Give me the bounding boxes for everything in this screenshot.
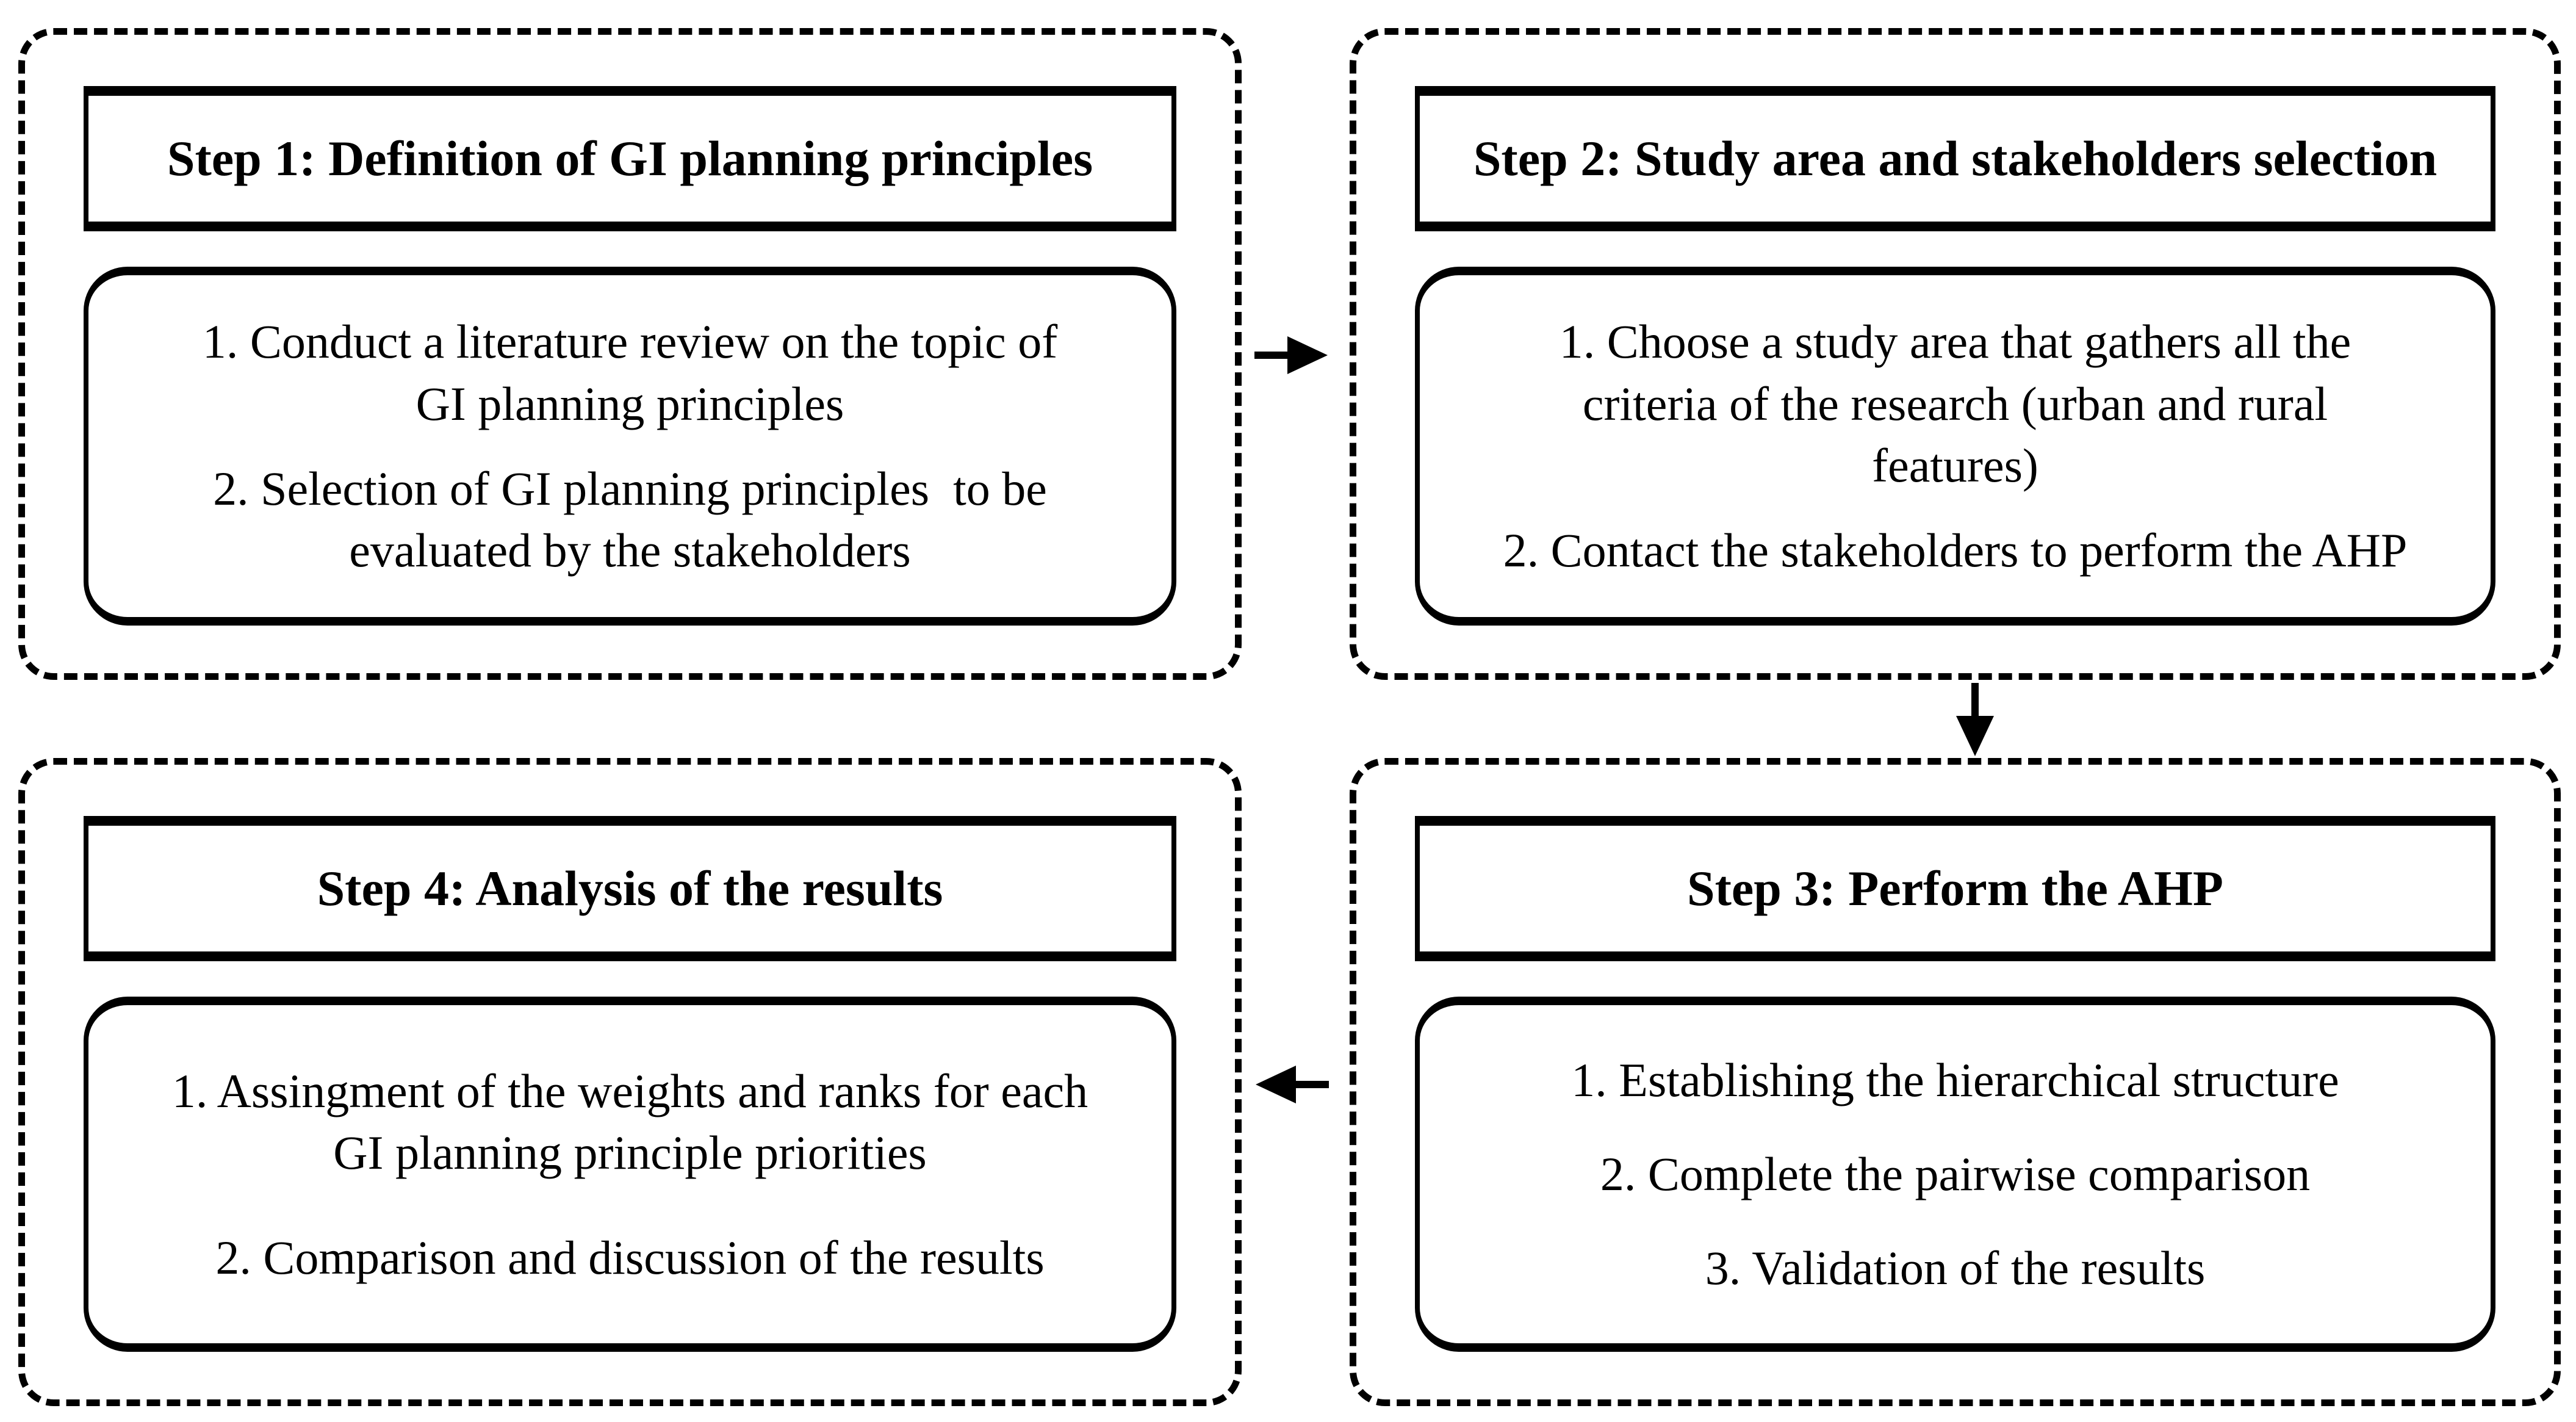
step-3-task-2: 2. Complete the pairwise comparison xyxy=(1600,1147,2311,1201)
step-2-task-box: 1. Choose a study area that gathers all … xyxy=(1415,267,2495,626)
arrow-head xyxy=(1287,336,1328,374)
panel-step-2: Step 2: Study area and stakeholders sele… xyxy=(1350,28,2561,680)
step-3-task-box: 1. Establishing the hierarchical structu… xyxy=(1415,997,2495,1352)
step-1-title: Step 1: Definition of GI planning princi… xyxy=(167,131,1093,186)
arrow-stem xyxy=(1971,683,1979,720)
step-2-task-1: 1. Choose a study area that gathers all … xyxy=(1559,315,2351,492)
panel-step-4: Step 4: Analysis of the results 1. Assin… xyxy=(18,758,1242,1406)
step-2-title-box: Step 2: Study area and stakeholders sele… xyxy=(1415,86,2495,231)
arrow-head xyxy=(1256,1066,1296,1103)
step-1-title-box: Step 1: Definition of GI planning princi… xyxy=(84,86,1176,231)
arrow-stem xyxy=(1292,1081,1329,1088)
panel-step-3: Step 3: Perform the AHP 1. Establishing … xyxy=(1350,758,2561,1406)
step-4-title: Step 4: Analysis of the results xyxy=(317,861,943,916)
step-3-title-box: Step 3: Perform the AHP xyxy=(1415,816,2495,961)
arrow-step2-to-step3-icon xyxy=(1956,683,1994,756)
arrow-head xyxy=(1956,716,1994,756)
step-4-title-box: Step 4: Analysis of the results xyxy=(84,816,1176,961)
step-4-task-box: 1. Assingment of the weights and ranks f… xyxy=(84,997,1176,1352)
step-1-task-box: 1. Conduct a literature review on the to… xyxy=(84,267,1176,626)
panel-step-1: Step 1: Definition of GI planning princi… xyxy=(18,28,1242,680)
step-2-title: Step 2: Study area and stakeholders sele… xyxy=(1473,131,2437,186)
step-4-task-2: 2. Comparison and discussion of the resu… xyxy=(215,1230,1045,1284)
step-3-task-3: 3. Validation of the results xyxy=(1705,1241,2206,1295)
step-3-task-1: 1. Establishing the hierarchical structu… xyxy=(1571,1053,2339,1107)
arrow-step1-to-step2-icon xyxy=(1254,336,1328,374)
step-1-task-1: 1. Conduct a literature review on the to… xyxy=(202,315,1058,430)
step-4-task-1: 1. Assingment of the weights and ranks f… xyxy=(171,1064,1088,1180)
arrow-stem xyxy=(1254,352,1291,359)
arrow-step3-to-step4-icon xyxy=(1256,1066,1329,1103)
step-2-task-2: 2. Contact the stakeholders to perform t… xyxy=(1503,524,2408,577)
step-1-task-2: 2. Selection of GI planning principles t… xyxy=(213,462,1047,577)
step-3-title: Step 3: Perform the AHP xyxy=(1687,861,2223,916)
